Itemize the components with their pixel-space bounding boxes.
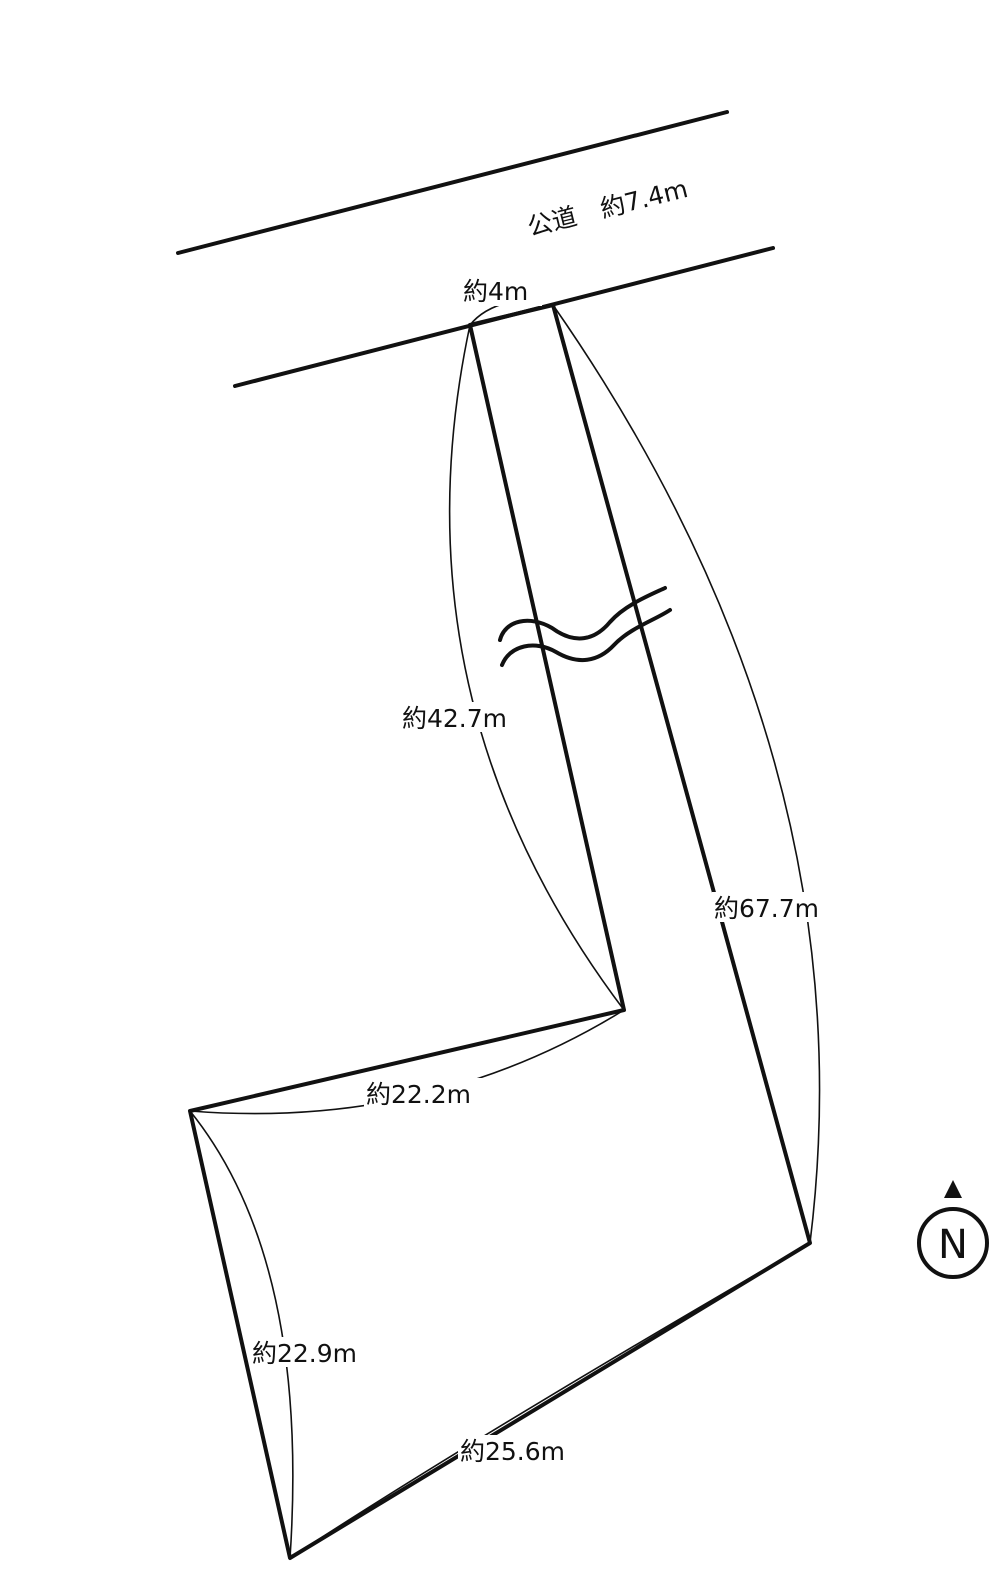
dim-east-side: 約67.7m [714, 894, 819, 923]
arc-west-side [189, 1110, 294, 1559]
dimension-labels: 約4m 約42.7m 約67.7m 約22.2m 約22.9m 約25.6m [250, 277, 844, 1466]
dim-south-side: 約25.6m [460, 1437, 565, 1466]
break-wave-lower [500, 608, 672, 667]
north-letter: N [938, 1222, 968, 1268]
dim-frontage: 約4m [463, 277, 528, 306]
land-boundary [188, 303, 812, 1560]
north-arrow-head [944, 1180, 962, 1198]
dim-west-corridor: 約42.7m [402, 704, 507, 733]
arc-south-side [289, 1242, 811, 1559]
arc-east-side [552, 304, 821, 1244]
break-wave-upper [498, 586, 667, 642]
dim-mid-north: 約22.2m [366, 1080, 471, 1109]
dim-west-side: 約22.9m [252, 1339, 357, 1368]
break-mark [498, 586, 672, 667]
arc-west-corridor [448, 324, 625, 1011]
north-arrow-icon: N [917, 1180, 989, 1279]
road-north-edge [176, 110, 729, 255]
road-label: 公道 約7.4m [524, 174, 690, 242]
north-circle [917, 1207, 989, 1279]
